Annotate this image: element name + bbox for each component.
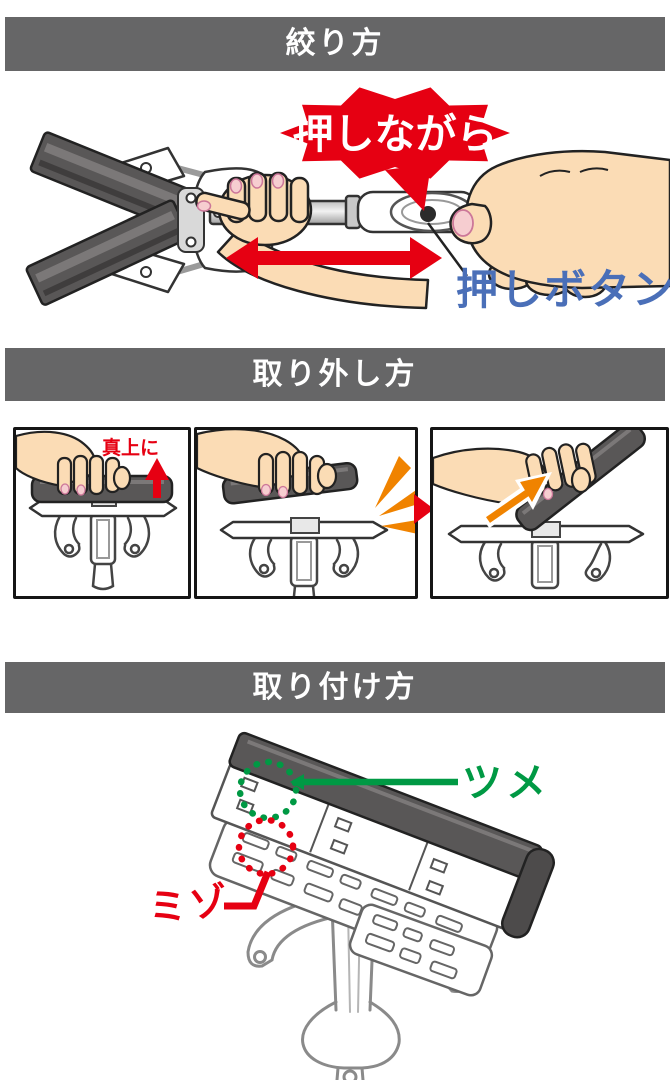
next-arrow-icon	[414, 494, 434, 524]
removal-step-3-panel	[430, 427, 669, 599]
mop-head	[25, 131, 205, 306]
right-hand	[449, 149, 670, 299]
up-arrow-icon	[145, 458, 169, 498]
burst-label: 押しながら	[293, 111, 498, 157]
hand	[197, 430, 338, 499]
removal-step-1-illustration: 真上に	[16, 430, 178, 591]
push-button-label: 押しボタン	[456, 266, 670, 313]
slide-double-arrow-icon	[226, 237, 442, 279]
section-header-attachment: 取り付け方	[5, 662, 665, 713]
attachment-illustration-main: ツメ ミゾ	[146, 731, 556, 1080]
section-title-wringing: 絞り方	[285, 27, 385, 60]
groove-marker-icon	[224, 816, 297, 910]
mop-head-bar	[210, 731, 556, 939]
removal-step-3-illustration	[433, 430, 646, 590]
pull-arrow-icon	[480, 472, 552, 529]
burst-bubble-icon: 押しながら	[280, 87, 510, 211]
pointer-line-icon	[426, 222, 469, 277]
left-hand	[195, 171, 430, 310]
section-header-removal: 取り外し方	[5, 348, 665, 401]
section-title-removal: 取り外し方	[252, 358, 418, 391]
section-header-wringing: 絞り方	[5, 17, 665, 71]
adapter-plate-right	[348, 903, 494, 997]
removal-step-1-panel: 真上に	[13, 427, 191, 599]
hand	[16, 430, 132, 496]
section-title-attachment: 取り付け方	[252, 671, 418, 704]
removal-step-2-panel	[194, 427, 418, 599]
tab-label: ツメ	[462, 761, 550, 805]
click-burst-icon	[375, 456, 415, 534]
groove-label: ミゾ	[146, 880, 232, 930]
tab-marker-icon	[236, 758, 458, 822]
wringing-illustration: 押しながら 押しボタン	[25, 87, 670, 313]
straight-up-label: 真上に	[102, 436, 159, 459]
removal-step-2-illustration	[197, 430, 415, 596]
